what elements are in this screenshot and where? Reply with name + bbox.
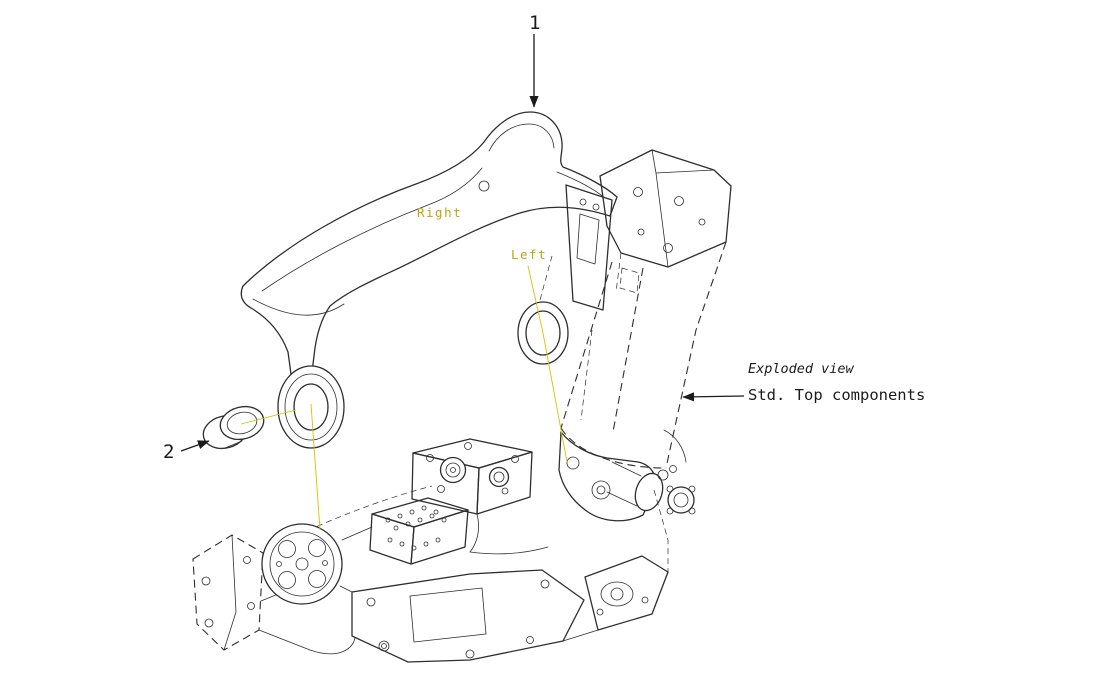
annotation-arrow <box>682 392 745 402</box>
annotation-title: Std. Top components <box>748 386 925 404</box>
annotation: Exploded view Std. Top components <box>682 361 925 404</box>
swing-frame-part-drawing <box>240 111 618 449</box>
bushing-part-drawing <box>202 405 265 450</box>
callout-2-arrow <box>180 440 210 452</box>
tilt-column-drawing <box>517 149 732 469</box>
callout-1-number: 1 <box>529 12 540 34</box>
orientation-label-right: Right <box>417 205 462 220</box>
base-assembly-drawing <box>192 431 696 663</box>
callout-1: 1 <box>529 12 540 108</box>
orientation-label-left: Left <box>511 247 547 262</box>
assembly-leader-lines: Right Left <box>240 205 568 531</box>
callout-2-number: 2 <box>163 441 174 463</box>
annotation-caption: Exploded view <box>748 361 855 377</box>
callout-2: 2 <box>163 440 210 463</box>
